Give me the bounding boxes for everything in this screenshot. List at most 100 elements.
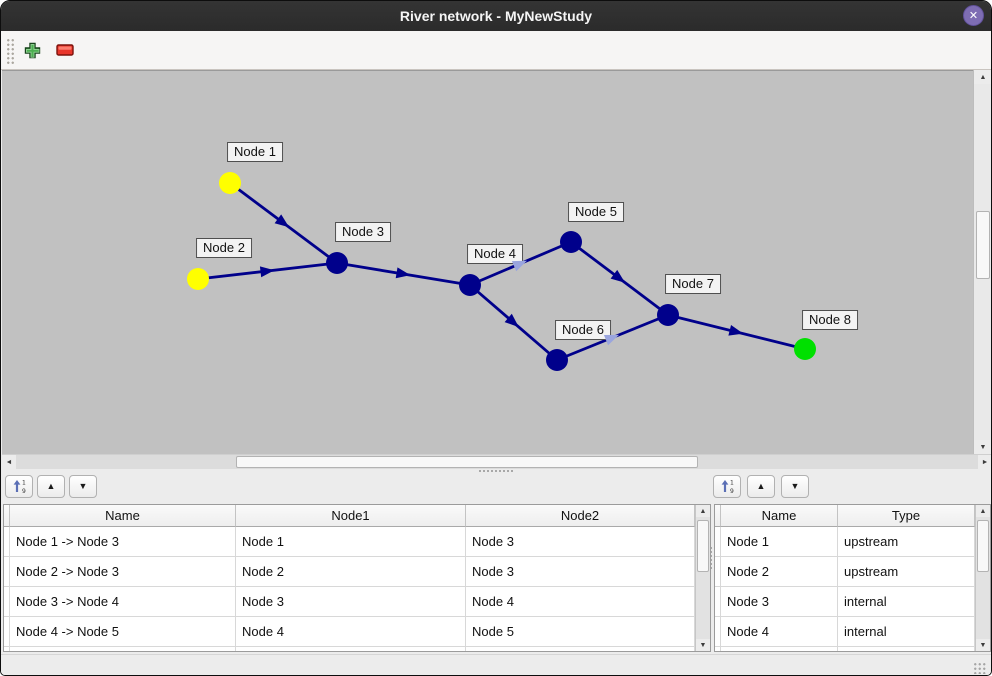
vertical-scroll-thumb[interactable]	[697, 520, 709, 572]
scroll-down-icon[interactable]	[696, 639, 710, 651]
network-node[interactable]	[560, 231, 582, 253]
add-plus-icon	[24, 42, 40, 58]
table-cell[interactable]: upstream	[838, 557, 975, 587]
table-cell[interactable]: Node 4	[721, 617, 838, 647]
table-cell[interactable]: Node 3	[236, 587, 466, 617]
table-cell	[236, 647, 466, 651]
table-cell[interactable]: internal	[838, 617, 975, 647]
table-cell[interactable]: Node 4	[466, 587, 695, 617]
sort-ascending-icon: 1 9	[13, 480, 26, 494]
nodes-sort-button[interactable]: 1 9	[713, 475, 741, 498]
network-node[interactable]	[657, 304, 679, 326]
remove-node-button[interactable]	[52, 37, 78, 63]
table-cell[interactable]: upstream	[838, 527, 975, 557]
network-node[interactable]	[794, 338, 816, 360]
main-toolbar	[1, 31, 991, 70]
nodes-move-down-button[interactable]: ▼	[781, 475, 809, 498]
node-label: Node 8	[802, 310, 858, 330]
network-node[interactable]	[459, 274, 481, 296]
move-up-icon: ▲	[46, 481, 56, 491]
toolbar-drag-handle[interactable]	[6, 38, 15, 64]
column-header[interactable]: Node1	[236, 505, 466, 527]
vertical-scroll-thumb[interactable]	[976, 211, 990, 279]
resize-grip[interactable]	[973, 662, 987, 674]
column-header[interactable]: Type	[838, 505, 975, 527]
branches-sort-button[interactable]: 1 9	[5, 475, 33, 498]
row-header-strip	[715, 505, 721, 527]
row-header-strip	[4, 557, 10, 587]
title-bar[interactable]: River network - MyNewStudy ✕	[1, 1, 991, 31]
splitter-handle-icon	[479, 469, 513, 473]
scroll-left-icon[interactable]	[2, 455, 16, 470]
table-cell[interactable]: Node 2 -> Node 3	[10, 557, 236, 587]
row-header-strip	[715, 527, 721, 557]
scroll-up-icon[interactable]	[974, 70, 991, 84]
network-node[interactable]	[326, 252, 348, 274]
svg-text:1: 1	[730, 480, 734, 487]
edge-arrow-icon	[259, 266, 275, 278]
column-header[interactable]: Name	[10, 505, 236, 527]
svg-text:9: 9	[22, 488, 26, 494]
nodes-move-up-button[interactable]: ▲	[747, 475, 775, 498]
table-splitter-handle[interactable]	[709, 546, 714, 570]
table-cell	[721, 647, 838, 651]
node-label: Node 6	[555, 320, 611, 340]
table-cell[interactable]: Node 5	[466, 617, 695, 647]
network-node[interactable]	[219, 172, 241, 194]
branches-table-scrollbar[interactable]	[695, 505, 710, 651]
network-node[interactable]	[546, 349, 568, 371]
node-label: Node 5	[568, 202, 624, 222]
vertical-scroll-thumb[interactable]	[977, 520, 989, 572]
table-cell[interactable]: Node 3	[466, 557, 695, 587]
edge-arrow-icon	[274, 214, 290, 228]
table-cell[interactable]: Node 4	[236, 617, 466, 647]
add-node-button[interactable]	[19, 37, 45, 63]
row-header-strip	[715, 557, 721, 587]
pane-splitter[interactable]	[1, 469, 991, 473]
table-cell[interactable]: Node 3	[721, 587, 838, 617]
table-cell	[466, 647, 695, 651]
table-cell[interactable]: Node 2	[721, 557, 838, 587]
table-cell[interactable]: Node 3	[466, 527, 695, 557]
branches-move-down-button[interactable]: ▼	[69, 475, 97, 498]
table-cell[interactable]: internal	[838, 587, 975, 617]
edge-arrow-icon	[610, 269, 626, 283]
edge-arrow-icon	[395, 267, 411, 279]
column-header[interactable]: Name	[721, 505, 838, 527]
scroll-down-icon[interactable]	[976, 639, 990, 651]
canvas-horizontal-scrollbar[interactable]	[2, 454, 991, 470]
horizontal-scroll-thumb[interactable]	[236, 456, 698, 468]
scroll-up-icon[interactable]	[696, 505, 710, 517]
table-cell	[10, 647, 236, 651]
close-button[interactable]: ✕	[963, 5, 984, 26]
branches-move-up-button[interactable]: ▲	[37, 475, 65, 498]
row-header-strip	[4, 587, 10, 617]
canvas-vertical-scrollbar[interactable]	[973, 70, 991, 454]
table-cell[interactable]: Node 4 -> Node 5	[10, 617, 236, 647]
table-cell[interactable]: Node 1	[721, 527, 838, 557]
nodes-table-scrollbar[interactable]	[975, 505, 990, 651]
row-header-strip	[715, 647, 721, 651]
table-cell[interactable]: Node 3 -> Node 4	[10, 587, 236, 617]
close-icon: ✕	[968, 10, 979, 22]
table-cell[interactable]: Node 1 -> Node 3	[10, 527, 236, 557]
table-cell[interactable]: Node 2	[236, 557, 466, 587]
table-cell[interactable]: Node 1	[236, 527, 466, 557]
move-down-icon: ▼	[790, 481, 800, 491]
table-cell	[838, 647, 975, 651]
scroll-right-icon[interactable]	[978, 455, 991, 470]
row-header-strip	[715, 617, 721, 647]
table-toolbar-row: 1 9 ▲ ▼ 1 9 ▲ ▼	[1, 473, 991, 503]
scroll-down-icon[interactable]	[974, 440, 991, 454]
node-label: Node 4	[467, 244, 523, 264]
column-header[interactable]: Node2	[466, 505, 695, 527]
network-node[interactable]	[187, 268, 209, 290]
row-header-strip	[4, 527, 10, 557]
scroll-up-icon[interactable]	[976, 505, 990, 517]
node-label: Node 1	[227, 142, 283, 162]
node-label: Node 3	[335, 222, 391, 242]
